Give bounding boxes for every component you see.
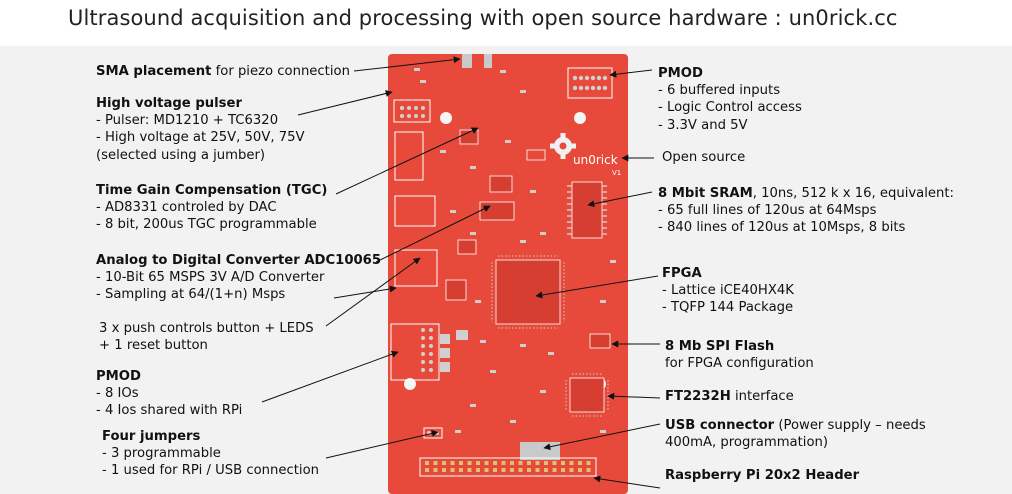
header-pin (544, 461, 548, 465)
header-pin (535, 461, 540, 465)
arrow-pmod-left (261, 350, 399, 403)
label-adc: Analog to Digital Converter ADC10065 - 1… (96, 253, 382, 303)
header-pin (552, 461, 557, 465)
arrow-buttons (325, 257, 421, 327)
header-pin (527, 461, 531, 465)
header-pin (586, 461, 591, 465)
smd-parts (414, 68, 616, 433)
header-pin (510, 468, 514, 472)
label-usb: USB connector (Power supply – needs 400m… (665, 418, 926, 451)
header-pin (442, 461, 446, 465)
label-ft2232h: FT2232H interface (665, 389, 794, 404)
arrow-rpi (593, 475, 661, 489)
label-jumpers: Four jumpers - 3 programmable - 1 used f… (102, 429, 320, 479)
header-pin (450, 461, 455, 465)
spi-flash-chip (589, 333, 611, 349)
fpga-chip (491, 255, 565, 329)
header-pin (569, 461, 574, 465)
label-rpi-header: Raspberry Pi 20x2 Header (665, 468, 860, 483)
label-hv-pulser: High voltage pulser - Pulser: MD1210 + T… (96, 96, 305, 163)
tgc-chip (479, 201, 515, 221)
usb-connector-body (520, 442, 560, 460)
label-tgc: Time Gain Compensation (TGC) - AD8331 co… (96, 183, 328, 233)
header-pin (535, 468, 540, 472)
pcb-board: un0rick V1 (388, 54, 628, 494)
svg-text:V1: V1 (612, 169, 621, 177)
header-pin (578, 461, 582, 465)
header-pin (518, 461, 523, 465)
ft2232h-chip (565, 373, 609, 417)
header-pin (501, 468, 506, 472)
header-pin (442, 468, 446, 472)
rpi-header (419, 457, 597, 477)
arrow-sma (353, 56, 461, 72)
arrow-ft (607, 392, 661, 400)
brand-silk: un0rick (573, 153, 618, 167)
board-diagram: un0rick V1 (261, 54, 661, 494)
pmod-header-left (390, 323, 440, 381)
sram-chip (567, 181, 607, 239)
header-pin (493, 468, 497, 472)
arrow-tgc (335, 127, 479, 195)
arrow-jumpers (325, 430, 439, 459)
arrow-sram (587, 191, 653, 208)
header-pin (561, 468, 565, 472)
label-fpga: FPGA - Lattice iCE40HX4K - TQFP 144 Pack… (662, 266, 794, 316)
hv-jumper-block (393, 99, 431, 123)
page-title: Ultrasound acquisition and processing wi… (68, 6, 898, 30)
label-spi-flash: 8 Mb SPI Flash for FPGA configuration (665, 339, 814, 372)
adc-chip (445, 279, 467, 301)
mounting-hole (404, 378, 416, 390)
annotation-arrows (261, 56, 661, 489)
header-pin (459, 461, 463, 465)
gear-logo (550, 133, 576, 159)
sma-connector-1 (462, 54, 472, 68)
label-push-buttons: 3 x push controls button + LEDS + 1 rese… (99, 321, 314, 354)
header-pin (467, 468, 472, 472)
header-pin (552, 468, 557, 472)
diagram-area: un0rick V1 (0, 46, 1012, 494)
header-pin (476, 468, 480, 472)
label-open-source: Open source (662, 150, 746, 165)
header-pin (425, 461, 429, 465)
arrow-adc-2 (333, 285, 397, 299)
header-pin (433, 468, 438, 472)
header-pin (484, 468, 489, 472)
header-pin (493, 461, 497, 465)
header-pin (484, 461, 489, 465)
header-pin (425, 468, 429, 472)
arrow-usb (543, 423, 661, 451)
label-sma: SMA placement for piezo connection (96, 64, 350, 79)
header-pin (467, 461, 472, 465)
header-pin (569, 468, 574, 472)
header-pin (476, 461, 480, 465)
mounting-hole (574, 112, 586, 124)
mounting-hole (440, 112, 452, 124)
pmod-header-right (567, 67, 613, 99)
header-pin (586, 468, 591, 472)
arrow-fpga (535, 275, 659, 299)
header-pin (510, 461, 514, 465)
header-pin (501, 461, 506, 465)
header-pin (544, 468, 548, 472)
label-sram: 8 Mbit SRAM, 10ns, 512 k x 16, equivalen… (658, 186, 955, 236)
arrow-hv (297, 90, 393, 116)
header-pin (518, 468, 523, 472)
header-pin (459, 468, 463, 472)
arrow-pmod-right (609, 69, 653, 78)
sma-connector-2 (484, 54, 492, 68)
header-pin (450, 468, 455, 472)
title-bar: Ultrasound acquisition and processing wi… (0, 0, 1012, 46)
label-pmod-right: PMOD - 6 buffered inputs - Logic Control… (658, 66, 802, 133)
label-pmod-left: PMOD - 8 IOs - 4 Ios shared with RPi (96, 369, 243, 419)
arrow-adc (375, 205, 491, 263)
header-pin (527, 468, 531, 472)
header-pin (433, 461, 438, 465)
header-pin (578, 468, 582, 472)
header-pin (561, 461, 565, 465)
push-buttons (440, 330, 468, 372)
